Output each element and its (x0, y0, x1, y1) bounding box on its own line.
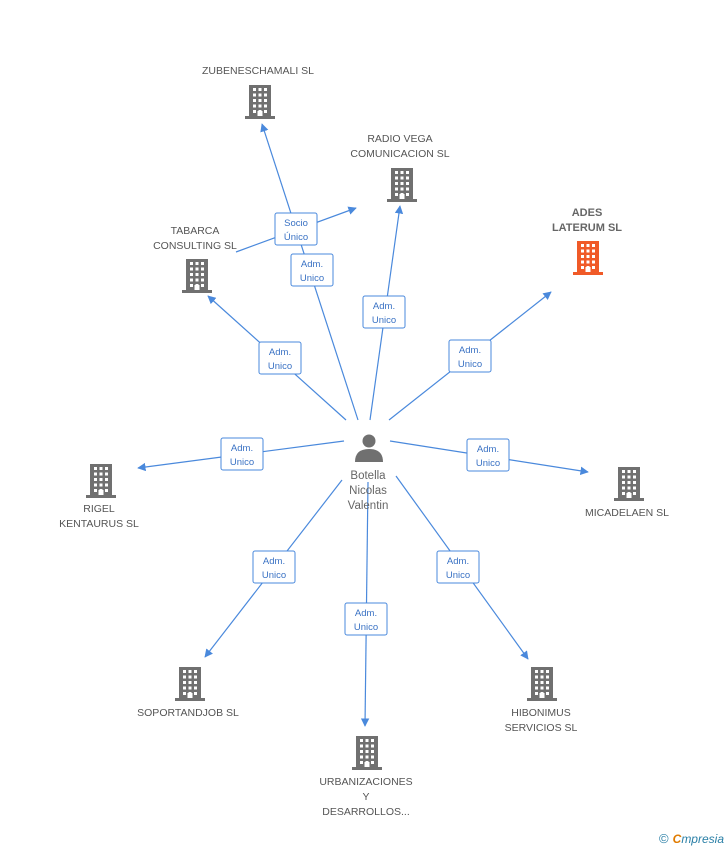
relation-label[interactable]: Adm. Unico (466, 438, 510, 472)
brand-initial: C (672, 832, 682, 846)
company-label-radio-vega-line: RADIO VEGA (367, 133, 432, 145)
relation-label-box[interactable] (258, 341, 302, 375)
relation-label-text: Único (284, 232, 308, 243)
company-label-urbanizaciones: URBANIZACIONES Y DESARROLLOS... (319, 776, 412, 818)
building-icon-ades-laterum[interactable] (573, 241, 603, 275)
company-label-micadelaen: MICADELAEN SL (585, 507, 669, 519)
relation-label-text: Unico (268, 361, 292, 372)
person-icon[interactable] (355, 434, 383, 463)
relation-label-box[interactable] (362, 295, 406, 329)
relation-label-text: Adm. (477, 444, 499, 455)
company-label-ades-laterum-line: ADES (572, 207, 603, 219)
company-label-ades-laterum-line: LATERUM SL (552, 222, 622, 234)
relation-label[interactable]: Adm. Unico (362, 295, 406, 329)
company-label-tabarca: TABARCA CONSULTING SL (153, 225, 237, 252)
relation-label-box[interactable] (344, 602, 388, 636)
brand-name: mpresia (681, 832, 724, 846)
company-label-hibonimus-line: HIBONIMUS (511, 707, 571, 719)
company-label-urbanizaciones-line: Y (362, 791, 369, 803)
brand-footer: ©Cmpresia (659, 831, 724, 846)
relation-label-text: Unico (446, 570, 470, 581)
relation-label[interactable]: Adm. Unico (220, 437, 264, 471)
person-name-line: Nicolas (349, 485, 387, 497)
relation-label-text: Socio (284, 218, 308, 229)
company-label-micadelaen-line: MICADELAEN SL (585, 507, 669, 519)
company-label-soportandjob-line: SOPORTANDJOB SL (137, 707, 239, 719)
company-label-radio-vega: RADIO VEGA COMUNICACION SL (350, 133, 449, 160)
company-label-urbanizaciones-line: URBANIZACIONES (319, 776, 412, 788)
company-label-tabarca-line: CONSULTING SL (153, 240, 237, 252)
building-icon-radio-vega[interactable] (387, 168, 417, 202)
building-icon-rigel[interactable] (86, 464, 116, 498)
relation-label[interactable]: Adm. Unico (258, 341, 302, 375)
relation-label-text: Adm. (301, 259, 323, 270)
relation-label-box[interactable] (274, 212, 318, 246)
relation-label-box[interactable] (448, 339, 492, 373)
relation-label-text: Adm. (447, 556, 469, 567)
building-icon-hibonimus[interactable] (527, 667, 557, 701)
company-label-zubeneschamali-line: ZUBENESCHAMALI SL (202, 65, 314, 77)
company-label-urbanizaciones-line: DESARROLLOS... (322, 806, 410, 818)
company-label-rigel-line: KENTAURUS SL (59, 518, 139, 530)
company-label-rigel-line: RIGEL (83, 503, 115, 515)
relation-label-text: Adm. (355, 608, 377, 619)
building-icon-micadelaen[interactable] (614, 467, 644, 501)
building-icon-zubeneschamali[interactable] (245, 85, 275, 119)
relation-label-box[interactable] (220, 437, 264, 471)
relation-label-box[interactable] (290, 253, 334, 287)
relation-label-text: Adm. (269, 347, 291, 358)
relation-label-text: Unico (372, 315, 396, 326)
relation-label-text: Adm. (459, 345, 481, 356)
relation-label-text: Unico (262, 570, 286, 581)
relation-label[interactable]: Adm. Unico (344, 602, 388, 636)
relation-label-text: Adm. (263, 556, 285, 567)
relation-label[interactable]: Adm. Unico (252, 550, 296, 584)
company-label-ades-laterum: ADES LATERUM SL (552, 207, 622, 234)
relation-label-text: Unico (354, 622, 378, 633)
relation-label[interactable]: Adm. Unico (448, 339, 492, 373)
person-name-line: Botella (350, 470, 386, 482)
relation-label[interactable]: Adm. Unico (436, 550, 480, 584)
company-label-hibonimus-line: SERVICIOS SL (505, 722, 578, 734)
building-icon-urbanizaciones[interactable] (352, 736, 382, 770)
relation-label-text: Unico (230, 457, 254, 468)
building-icon-soportandjob[interactable] (175, 667, 205, 701)
copyright-icon: © (659, 831, 669, 846)
relation-label[interactable]: Adm. Unico (290, 253, 334, 287)
building-icon-tabarca[interactable] (182, 259, 212, 293)
company-label-zubeneschamali: ZUBENESCHAMALI SL (202, 65, 314, 77)
relation-label-box[interactable] (436, 550, 480, 584)
relation-label-text: Unico (458, 359, 482, 370)
relation-label-text: Unico (300, 273, 324, 284)
relation-label-box[interactable] (252, 550, 296, 584)
company-label-soportandjob: SOPORTANDJOB SL (137, 707, 239, 719)
relation-label-box[interactable] (466, 438, 510, 472)
company-label-tabarca-line: TABARCA (171, 225, 220, 237)
company-label-rigel: RIGEL KENTAURUS SL (59, 503, 139, 530)
relation-label-text: Adm. (373, 301, 395, 312)
company-label-hibonimus: HIBONIMUS SERVICIOS SL (505, 707, 578, 734)
company-label-radio-vega-line: COMUNICACION SL (350, 148, 449, 160)
relation-label-text: Adm. (231, 443, 253, 454)
relation-label-text: Unico (476, 458, 500, 469)
person-name-line: Valentin (348, 500, 389, 512)
